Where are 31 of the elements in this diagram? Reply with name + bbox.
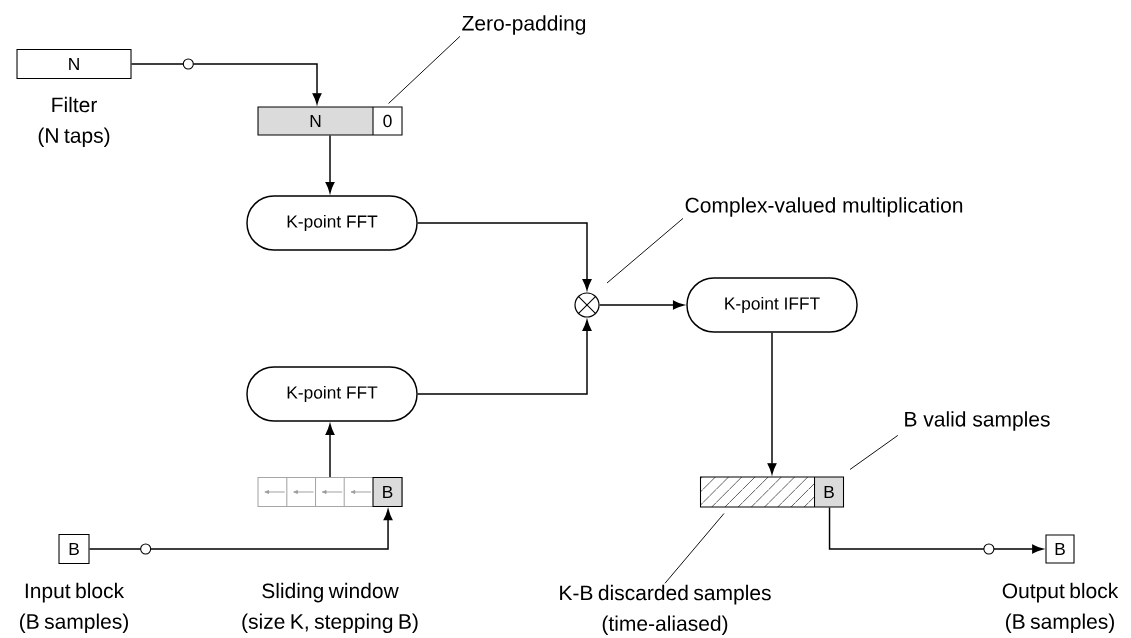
leader-line [388,35,461,104]
output-buffer: B [699,476,845,508]
callout-text: Complex-valued multiplication [685,197,963,217]
multiplier-symbol [574,292,600,318]
arrow [417,222,592,291]
arrow [130,58,322,105]
fft-box: K-point FFT [246,195,418,251]
leader-line [664,513,725,584]
arrow [598,300,684,310]
fft-box: K-point IFFT [686,277,858,333]
arrow [417,319,592,395]
block-label: Output block (B samples) [1002,582,1119,634]
sample-block: N [16,48,132,80]
sample-block: B [58,533,90,565]
callout-text: Zero-padding [462,15,586,35]
arrow [767,332,777,475]
zero-padded-buffer: N 0 [257,106,403,136]
block-label: Input block (B samples) [20,582,128,634]
fft-box: K-point FFT [246,366,418,422]
sliding-window: B [257,476,403,508]
arrow [828,506,1044,555]
sample-block: B [1045,534,1075,564]
arrow [325,424,335,478]
leader-line [606,217,684,284]
callout-text: K-B discarded samples (time-aliased) [560,584,771,636]
arrow [325,134,335,193]
block-label: Sliding window (size K, stepping B) [242,582,418,634]
callout-text: B valid samples [905,411,1050,431]
leader-line [849,434,899,470]
arrow [88,509,393,555]
block-label: Filter (N taps) [38,96,110,148]
